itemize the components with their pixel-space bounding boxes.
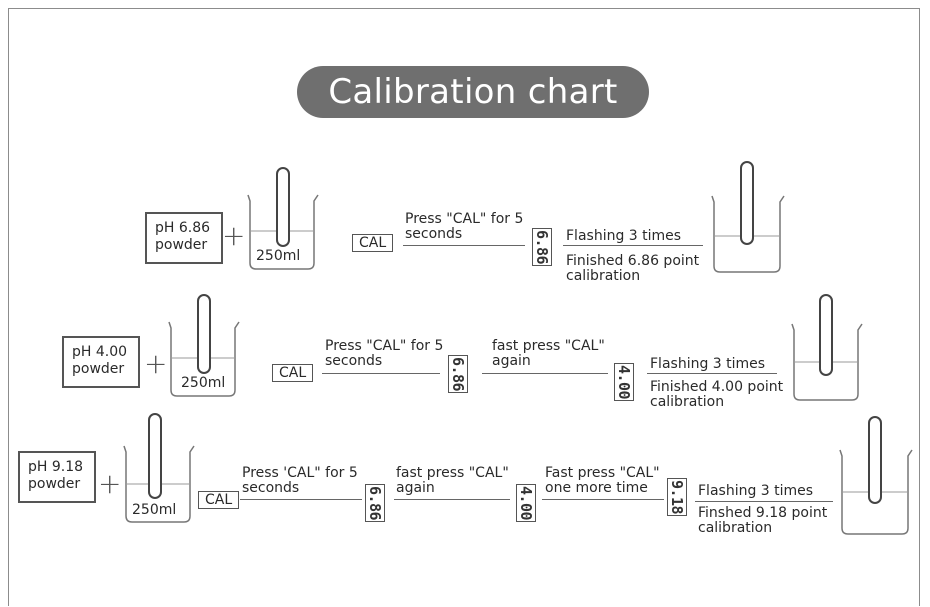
plus-icon: + bbox=[222, 219, 246, 252]
step-press-cal-5s: Press "CAL" for 5 seconds bbox=[325, 338, 444, 369]
flashing-label: Flashing 3 times bbox=[650, 356, 766, 372]
beaker-icon bbox=[123, 413, 195, 523]
arrow-line bbox=[322, 373, 440, 374]
arrow-line bbox=[240, 499, 362, 500]
arrow-line bbox=[542, 499, 664, 500]
beaker-icon bbox=[168, 294, 240, 397]
beaker-icon bbox=[839, 416, 913, 535]
beaker-icon bbox=[791, 294, 863, 401]
finished-label: Finished 4.00 point calibration bbox=[650, 379, 784, 410]
step-press-cal-5s: Press "CAL" for 5 seconds bbox=[405, 211, 524, 242]
flashing-label: Flashing 3 times bbox=[698, 483, 814, 499]
powder-box-686: pH 6.86 powder bbox=[145, 212, 223, 264]
powder-box-400: pH 4.00 powder bbox=[62, 336, 140, 388]
lcd-display-918: 9.18 bbox=[667, 478, 687, 516]
step-fast-press-one-more: Fast press "CAL" one more time bbox=[545, 465, 660, 496]
volume-label: 250ml bbox=[181, 375, 226, 391]
arrow-line bbox=[563, 245, 703, 246]
step-fast-press-again: fast press "CAL" again bbox=[396, 465, 509, 496]
plus-icon: + bbox=[98, 467, 122, 500]
cal-button-label: CAL bbox=[272, 364, 314, 382]
step-press-cal-5s: Press 'CAL" for 5 seconds bbox=[242, 465, 358, 496]
flashing-label: Flashing 3 times bbox=[566, 228, 682, 244]
lcd-display-686: 6.86 bbox=[532, 228, 552, 266]
cal-button-label: CAL bbox=[352, 234, 394, 252]
lcd-display-686: 6.86 bbox=[448, 355, 468, 393]
volume-label: 250ml bbox=[256, 248, 301, 264]
lcd-display-400: 4.00 bbox=[614, 363, 634, 401]
arrow-line bbox=[482, 373, 608, 374]
arrow-line bbox=[403, 245, 525, 246]
powder-box-918: pH 9.18 powder bbox=[18, 451, 96, 503]
lcd-display-400: 4.00 bbox=[516, 484, 536, 522]
arrow-line bbox=[647, 373, 777, 374]
beaker-icon bbox=[247, 167, 319, 270]
cal-button-label: CAL bbox=[198, 491, 240, 509]
chart-frame bbox=[8, 8, 920, 606]
lcd-display-686: 6.86 bbox=[365, 484, 385, 522]
step-fast-press-again: fast press "CAL" again bbox=[492, 338, 605, 369]
arrow-line bbox=[695, 501, 833, 502]
finished-label: Finshed 9.18 point calibration bbox=[698, 505, 828, 536]
chart-title: Calibration chart bbox=[297, 66, 649, 118]
finished-label: Finished 6.86 point calibration bbox=[566, 253, 700, 284]
plus-icon: + bbox=[144, 347, 168, 380]
beaker-icon bbox=[711, 161, 785, 273]
volume-label: 250ml bbox=[132, 502, 177, 518]
arrow-line bbox=[394, 499, 510, 500]
